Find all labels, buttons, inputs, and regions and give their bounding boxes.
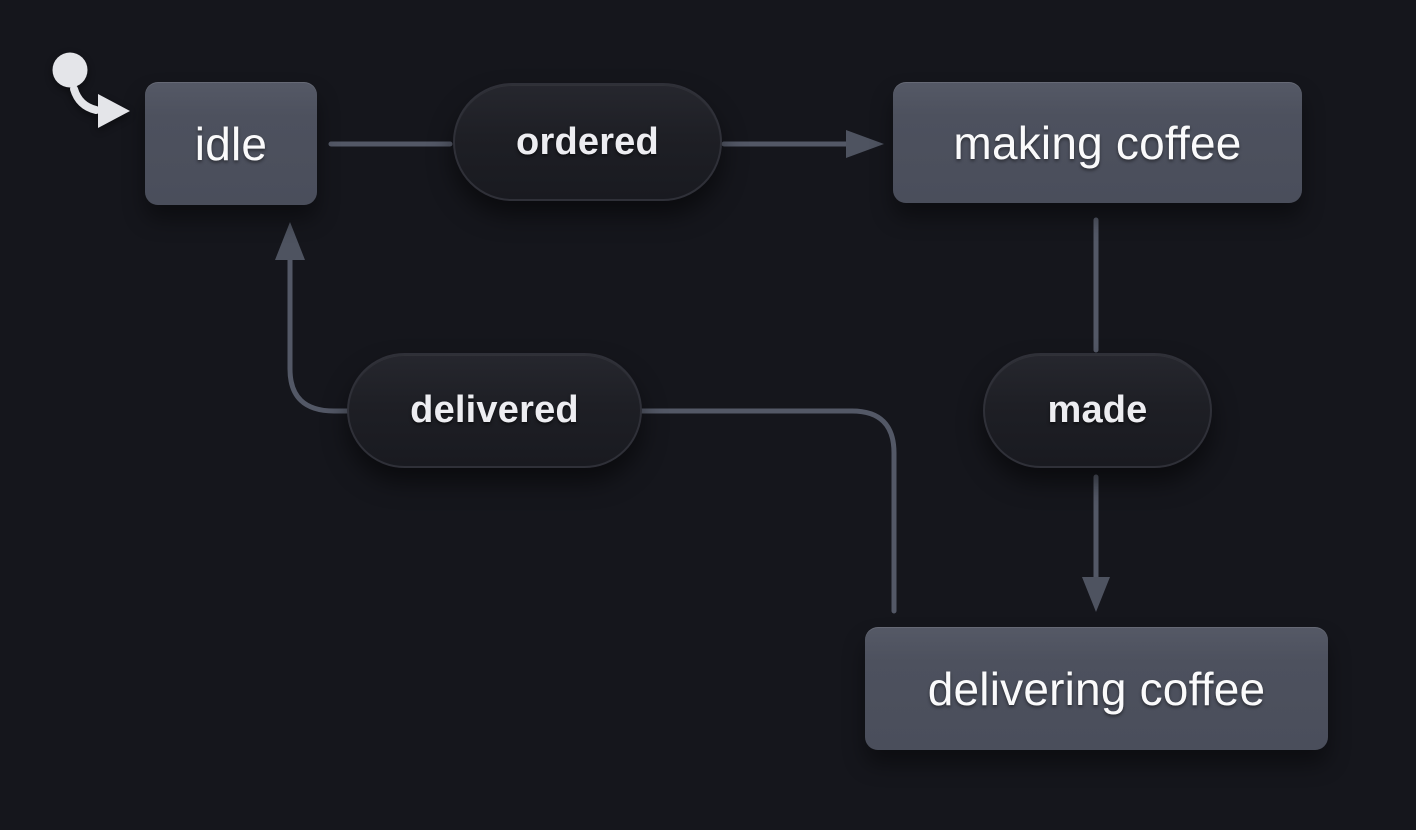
- initial-state-arrowhead: [98, 94, 130, 128]
- event-pill-delivered[interactable]: delivered: [347, 353, 642, 468]
- state-label-idle: idle: [194, 117, 268, 170]
- state-label-delivering-coffee: delivering coffee: [927, 662, 1266, 715]
- event-label-made: made: [1047, 389, 1148, 431]
- initial-state-dot: [52, 52, 88, 88]
- arrowhead-into-delivering-coffee: [1082, 577, 1110, 612]
- event-label-ordered: ordered: [516, 120, 659, 163]
- arrowhead-into-idle: [275, 222, 305, 260]
- event-pill-made[interactable]: made: [983, 353, 1212, 468]
- event-pill-ordered[interactable]: ordered: [453, 83, 722, 201]
- state-node-making-coffee[interactable]: making coffee: [893, 82, 1302, 203]
- state-node-idle[interactable]: idle: [145, 82, 317, 205]
- initial-state-tail: [70, 85, 100, 114]
- arrowhead-into-making-coffee: [846, 130, 884, 158]
- initial-state-icon: [52, 52, 130, 128]
- state-label-making-coffee: making coffee: [953, 116, 1242, 169]
- state-node-delivering-coffee[interactable]: delivering coffee: [865, 627, 1328, 750]
- event-label-delivered: delivered: [410, 389, 579, 431]
